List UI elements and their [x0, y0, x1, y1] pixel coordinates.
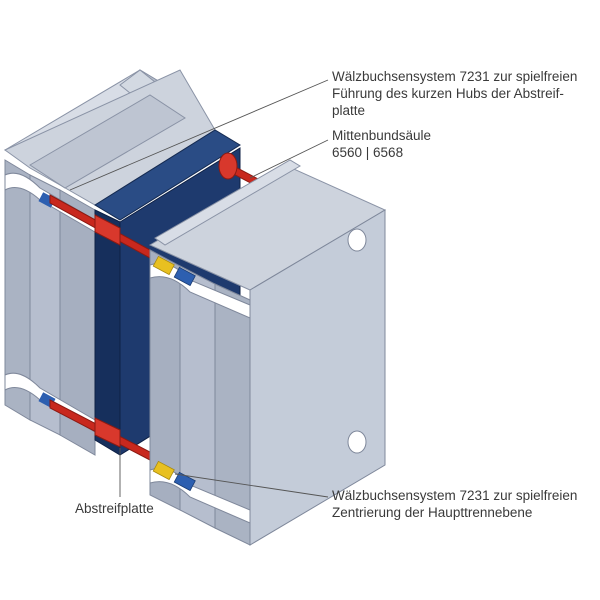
label-upper-roller-bushing-line2: Führung des kurzen Hubs der Abstreif- [332, 86, 564, 101]
upper-pillar-collar [94, 214, 121, 246]
front-plate-side [249, 209, 386, 546]
label-upper-roller-bushing-line1: Wälzbuchsensystem 7231 zur spielfreien [332, 69, 578, 84]
label-lower-roller-bushing-line2: Zentrierung der Haupttrennebene [332, 505, 533, 520]
front-lower-bushing-blue [173, 471, 196, 492]
front-lower-bushing-yellow [152, 460, 175, 481]
leader-line-middle [249, 139, 329, 179]
label-lower-roller-bushing-line1: Wälzbuchsensystem 7231 zur spielfreien [332, 488, 578, 503]
lower-pillar-collar [94, 417, 121, 448]
leader-lines [69, 79, 329, 498]
rear-plate-face-2 [59, 189, 96, 456]
front-upper-bushing-blue [173, 266, 196, 287]
label-center-pillar-line2: 6560 | 6568 [332, 145, 404, 160]
label-center-pillar: Mittenbundsäule 6560 | 6568 [332, 127, 431, 161]
stripper-plate-top [94, 129, 241, 221]
stripper-plate-front [94, 209, 121, 456]
front-plate-top-step [154, 159, 301, 246]
label-lower-roller-bushing: Wälzbuchsensystem 7231 zur spielfreien Z… [332, 487, 577, 521]
lower-bolt-hole [347, 430, 367, 454]
label-upper-roller-bushing-line3: platte [332, 103, 366, 118]
label-upper-roller-bushing: Wälzbuchsensystem 7231 zur spielfreien F… [332, 68, 577, 119]
label-stripper-plate: Abstreifplatte [75, 500, 154, 517]
center-guide-pillars [49, 152, 261, 461]
leader-line-bottom [174, 473, 329, 498]
upper-bolt-hole [347, 228, 367, 252]
front-upper-bushing-yellow [152, 255, 175, 276]
leader-line-top [69, 79, 329, 191]
rear-frame-opening [29, 94, 186, 189]
back-pillar-flange [218, 152, 238, 180]
front-mold-half [148, 159, 387, 546]
label-stripper-plate-text: Abstreifplatte [75, 501, 154, 516]
label-center-pillar-line1: Mittenbundsäule [332, 128, 432, 143]
